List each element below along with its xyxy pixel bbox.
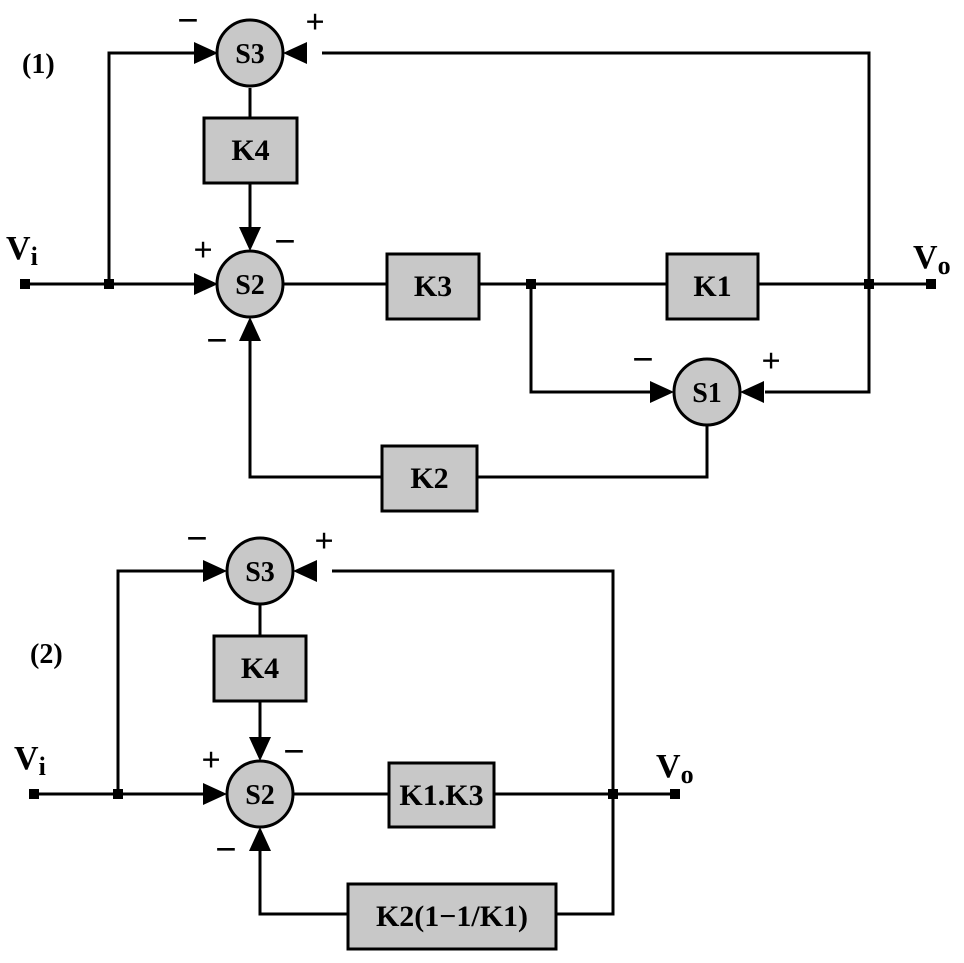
terminal2-vi bbox=[29, 789, 39, 799]
sum-s2: S2 bbox=[215, 249, 285, 319]
junction-k3-out bbox=[526, 279, 536, 289]
sign2-s2-left: + bbox=[201, 742, 220, 779]
sign2-s2-top: − bbox=[283, 731, 305, 773]
block-k2: K2 bbox=[380, 444, 479, 513]
sign-s2-bottom: − bbox=[206, 320, 228, 362]
arrow-into-s2-top bbox=[239, 227, 261, 251]
wire-s1-to-k2 bbox=[477, 424, 709, 479]
wire-k2-to-s2 bbox=[248, 336, 382, 479]
output-label-2: Vo bbox=[656, 748, 694, 789]
terminal-vi bbox=[20, 279, 30, 289]
block2-k1k3-label: K1.K3 bbox=[399, 779, 483, 812]
junction2-vi bbox=[113, 789, 123, 799]
wire-vo-to-s3 bbox=[322, 51, 871, 284]
block-k1-label: K1 bbox=[693, 270, 731, 303]
diagram-2: (2) bbox=[14, 518, 694, 951]
sum-s1-label: S1 bbox=[692, 378, 722, 409]
sign2-s3-right: + bbox=[314, 523, 333, 560]
wire2-vo-to-k2 bbox=[556, 794, 615, 916]
wire2-k2-to-s2 bbox=[258, 846, 348, 916]
diagram-2-signs: − + + − − bbox=[186, 518, 334, 871]
arrow-into-s2-left bbox=[194, 273, 218, 295]
arrow-into-s1-left bbox=[650, 381, 674, 403]
sign-s1-left: − bbox=[632, 339, 654, 381]
block2-k1k3: K1.K3 bbox=[387, 761, 496, 829]
sum2-s3: S3 bbox=[225, 536, 295, 606]
sign-s3-left: − bbox=[177, 0, 199, 42]
block2-k4-label: K4 bbox=[241, 652, 279, 685]
block-k2-label: K2 bbox=[410, 462, 448, 495]
junction-vi bbox=[104, 279, 114, 289]
block2-k2-label: K2(1−1/K1) bbox=[376, 900, 528, 933]
wire-vi-to-s3 bbox=[107, 51, 198, 284]
arrow-into-s3-right bbox=[283, 42, 307, 64]
sign-s2-top: − bbox=[274, 221, 296, 263]
junction-vo bbox=[864, 279, 874, 289]
sum-s3: S3 bbox=[215, 18, 285, 88]
arrow2-into-s3-right bbox=[293, 560, 317, 582]
sum2-s2-label: S2 bbox=[245, 780, 275, 811]
sum2-s3-label: S3 bbox=[245, 557, 275, 588]
sum-s1: S1 bbox=[672, 357, 742, 427]
arrow2-into-s2-bottom bbox=[249, 827, 271, 851]
sign-s1-right: + bbox=[761, 343, 780, 380]
input-label-2: Vi bbox=[14, 740, 46, 781]
diagram-1: (1) bbox=[6, 0, 951, 513]
input-label-1: Vi bbox=[6, 230, 38, 271]
sum2-s2: S2 bbox=[225, 759, 295, 829]
diagram-2-wires bbox=[34, 569, 675, 916]
block-k4: K4 bbox=[202, 116, 299, 185]
diagram-1-wires bbox=[25, 51, 931, 479]
arrow2-into-s2-top bbox=[249, 737, 271, 761]
terminal2-vo bbox=[670, 789, 680, 799]
diagram-2-junctions bbox=[29, 789, 680, 799]
diagram-1-label: (1) bbox=[22, 49, 55, 80]
diagram-1-signs: − + + − − − + bbox=[177, 0, 781, 381]
sum-s3-label: S3 bbox=[235, 39, 265, 70]
block2-k2: K2(1−1/K1) bbox=[346, 882, 558, 951]
block-k1: K1 bbox=[665, 252, 760, 321]
sign-s3-right: + bbox=[305, 4, 324, 41]
sign-s2-left: + bbox=[193, 232, 212, 269]
arrow-into-s3-left bbox=[194, 42, 218, 64]
wire2-vi-to-s3 bbox=[116, 569, 208, 794]
output-label-1: Vo bbox=[913, 239, 951, 280]
block2-k4: K4 bbox=[212, 634, 308, 703]
wire-k3-to-s1 bbox=[529, 284, 653, 394]
block-k3-label: K3 bbox=[414, 270, 452, 303]
block-k4-label: K4 bbox=[231, 134, 269, 167]
diagram-1-arrowheads bbox=[194, 42, 764, 403]
sum-s2-label: S2 bbox=[235, 270, 265, 301]
sign2-s3-left: − bbox=[186, 518, 208, 560]
sign2-s2-bottom: − bbox=[215, 829, 237, 871]
diagram-2-arrowheads bbox=[203, 560, 317, 851]
arrow-into-s2-bottom bbox=[239, 317, 261, 341]
diagram-2-label: (2) bbox=[30, 639, 63, 670]
arrow2-into-s2-left bbox=[203, 783, 227, 805]
arrow-into-s1-right bbox=[740, 381, 764, 403]
junction2-vo bbox=[608, 789, 618, 799]
block-k3: K3 bbox=[385, 252, 481, 321]
wire2-vo-to-s3 bbox=[332, 569, 615, 794]
diagram-1-junctions bbox=[20, 279, 936, 289]
arrow2-into-s3-left bbox=[203, 560, 227, 582]
terminal-vo bbox=[926, 279, 936, 289]
wire-vo-to-s1 bbox=[765, 284, 871, 394]
